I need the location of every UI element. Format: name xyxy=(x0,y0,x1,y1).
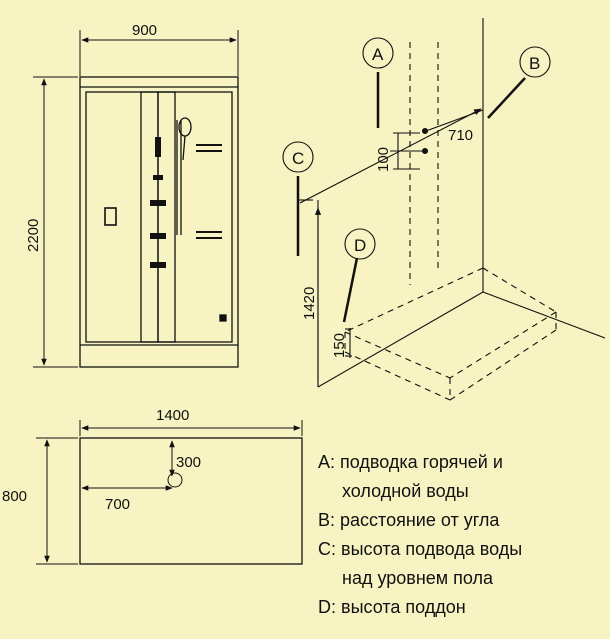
spacing-label: 100 xyxy=(375,147,392,172)
marker-c-circle xyxy=(282,141,314,173)
pipe-guides xyxy=(409,42,439,285)
plan-view xyxy=(36,420,303,565)
plan-offset-y-label: 300 xyxy=(176,454,201,471)
control-panel xyxy=(104,207,117,226)
door-left xyxy=(140,91,159,343)
marker-d: D xyxy=(354,236,366,255)
inlet-height-label: 1420 xyxy=(301,287,318,320)
tray-outline xyxy=(344,267,557,401)
isometric-view xyxy=(282,18,606,401)
plan-offset-x-label: 700 xyxy=(105,496,130,513)
legend-a: A: подводка горячей и xyxy=(318,452,503,472)
legend: A: подводка горячей и холодной воды B: р… xyxy=(318,448,608,622)
plan-width-label: 1400 xyxy=(156,407,189,424)
height-label: 2200 xyxy=(25,219,42,252)
leader-d xyxy=(342,257,359,323)
marker-b: B xyxy=(529,54,540,73)
marker-c: C xyxy=(292,149,304,168)
door-handle xyxy=(219,314,227,322)
marker-a-circle xyxy=(362,37,394,69)
width-label: 900 xyxy=(132,22,157,39)
shelves xyxy=(196,144,222,239)
tray-height-label: 150 xyxy=(331,333,348,358)
inlet-dimension-line xyxy=(299,108,482,204)
wall-distance-label: 710 xyxy=(448,127,473,144)
legend-d: D: высота поддон xyxy=(318,597,466,617)
jets xyxy=(150,137,166,268)
legend-b: B: расстояние от угла xyxy=(318,510,500,530)
plan-depth-label: 800 xyxy=(2,488,27,505)
cabin-frame xyxy=(79,76,239,368)
marker-d-circle xyxy=(344,228,376,260)
marker-a: A xyxy=(372,45,384,64)
leader-b xyxy=(487,77,526,119)
door-right xyxy=(157,91,176,343)
dimension-height xyxy=(33,76,78,368)
drain-circle xyxy=(167,472,183,488)
legend-a-cont: холодной воды xyxy=(342,481,469,501)
marker-b-circle xyxy=(519,46,551,78)
plan-outline xyxy=(79,437,303,565)
legend-c-cont: над уровнем пола xyxy=(342,568,494,588)
legend-c: C: высота подвода воды xyxy=(318,539,523,559)
front-elevation xyxy=(79,76,239,368)
dimension-width xyxy=(79,30,239,76)
shower-rail xyxy=(176,117,192,235)
